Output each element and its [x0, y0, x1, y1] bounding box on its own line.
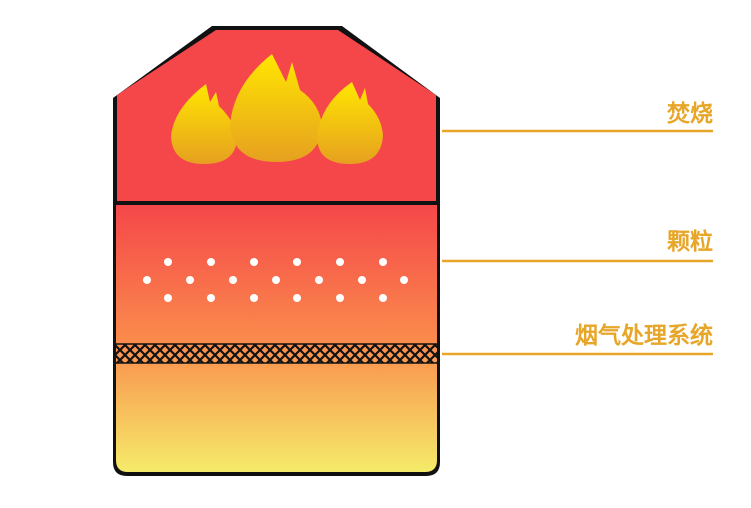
- flue-gas-system-label: 烟气处理系统: [575, 323, 713, 349]
- flame-left-icon: [171, 84, 237, 164]
- flame-center-icon: [230, 54, 322, 162]
- flame-right-icon: [317, 82, 383, 164]
- incineration-label: 焚烧: [667, 101, 713, 127]
- filter-mesh: [116, 344, 437, 363]
- fire-icon: [171, 54, 383, 164]
- lower-chamber: [116, 205, 437, 472]
- chamber-divider: [116, 201, 437, 205]
- particles: [143, 258, 408, 302]
- particles-label: 颗粒: [667, 229, 713, 255]
